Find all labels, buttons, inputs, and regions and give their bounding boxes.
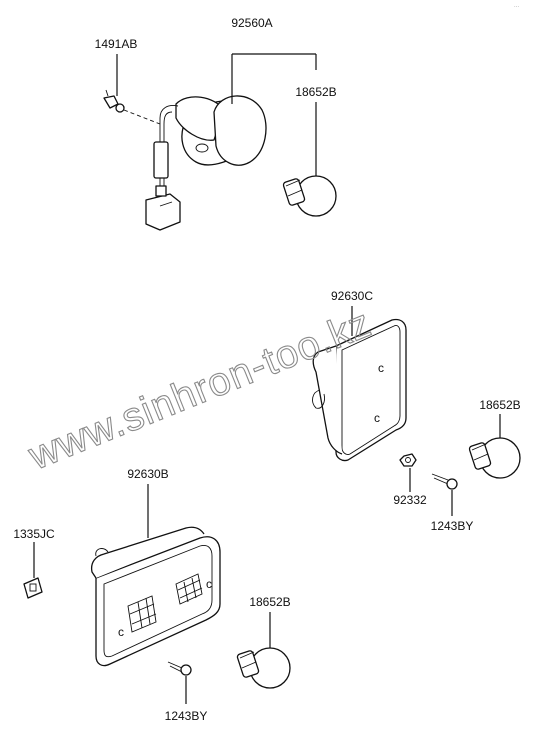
screw-1243BY-mid bbox=[431, 473, 458, 490]
license-lamp-assembly bbox=[103, 89, 267, 231]
bulb-18652B-top bbox=[282, 175, 337, 217]
label-18652B-bot: 18652B bbox=[249, 595, 290, 609]
label-18652B-mid: 18652B bbox=[479, 398, 520, 412]
label-1243BY-bot: 1243BY bbox=[165, 709, 208, 723]
label-1335JC: 1335JC bbox=[13, 527, 55, 541]
clip-mark-c2: c bbox=[374, 411, 380, 425]
side-marker-lamp-92630C: c c bbox=[312, 318, 407, 462]
label-92630C: 92630C bbox=[331, 289, 373, 303]
lens-hatch-2 bbox=[127, 595, 157, 633]
label-92332: 92332 bbox=[393, 493, 427, 507]
nut-92332 bbox=[399, 453, 417, 467]
label-18652B-top: 18652B bbox=[295, 85, 336, 99]
clip-1491AB bbox=[103, 89, 161, 125]
clip-1335JC bbox=[23, 577, 43, 599]
label-92630B: 92630B bbox=[127, 467, 168, 481]
side-marker-lamp-92630B: c c bbox=[90, 526, 221, 667]
bulb-18652B-mid bbox=[468, 437, 521, 479]
screw-1243BY-bot bbox=[167, 661, 192, 676]
clip-mark-c4: c bbox=[118, 625, 124, 639]
clip-mark-c1: c bbox=[378, 361, 384, 375]
label-92560A: 92560A bbox=[231, 16, 272, 30]
clip-mark-c3: c bbox=[206, 577, 212, 591]
lens-hatch-1 bbox=[175, 573, 203, 605]
label-1491AB: 1491AB bbox=[95, 37, 138, 51]
bulb-18652B-bot bbox=[236, 647, 291, 689]
corner-mark: ··· bbox=[514, 4, 519, 10]
label-1243BY-mid: 1243BY bbox=[431, 519, 474, 533]
